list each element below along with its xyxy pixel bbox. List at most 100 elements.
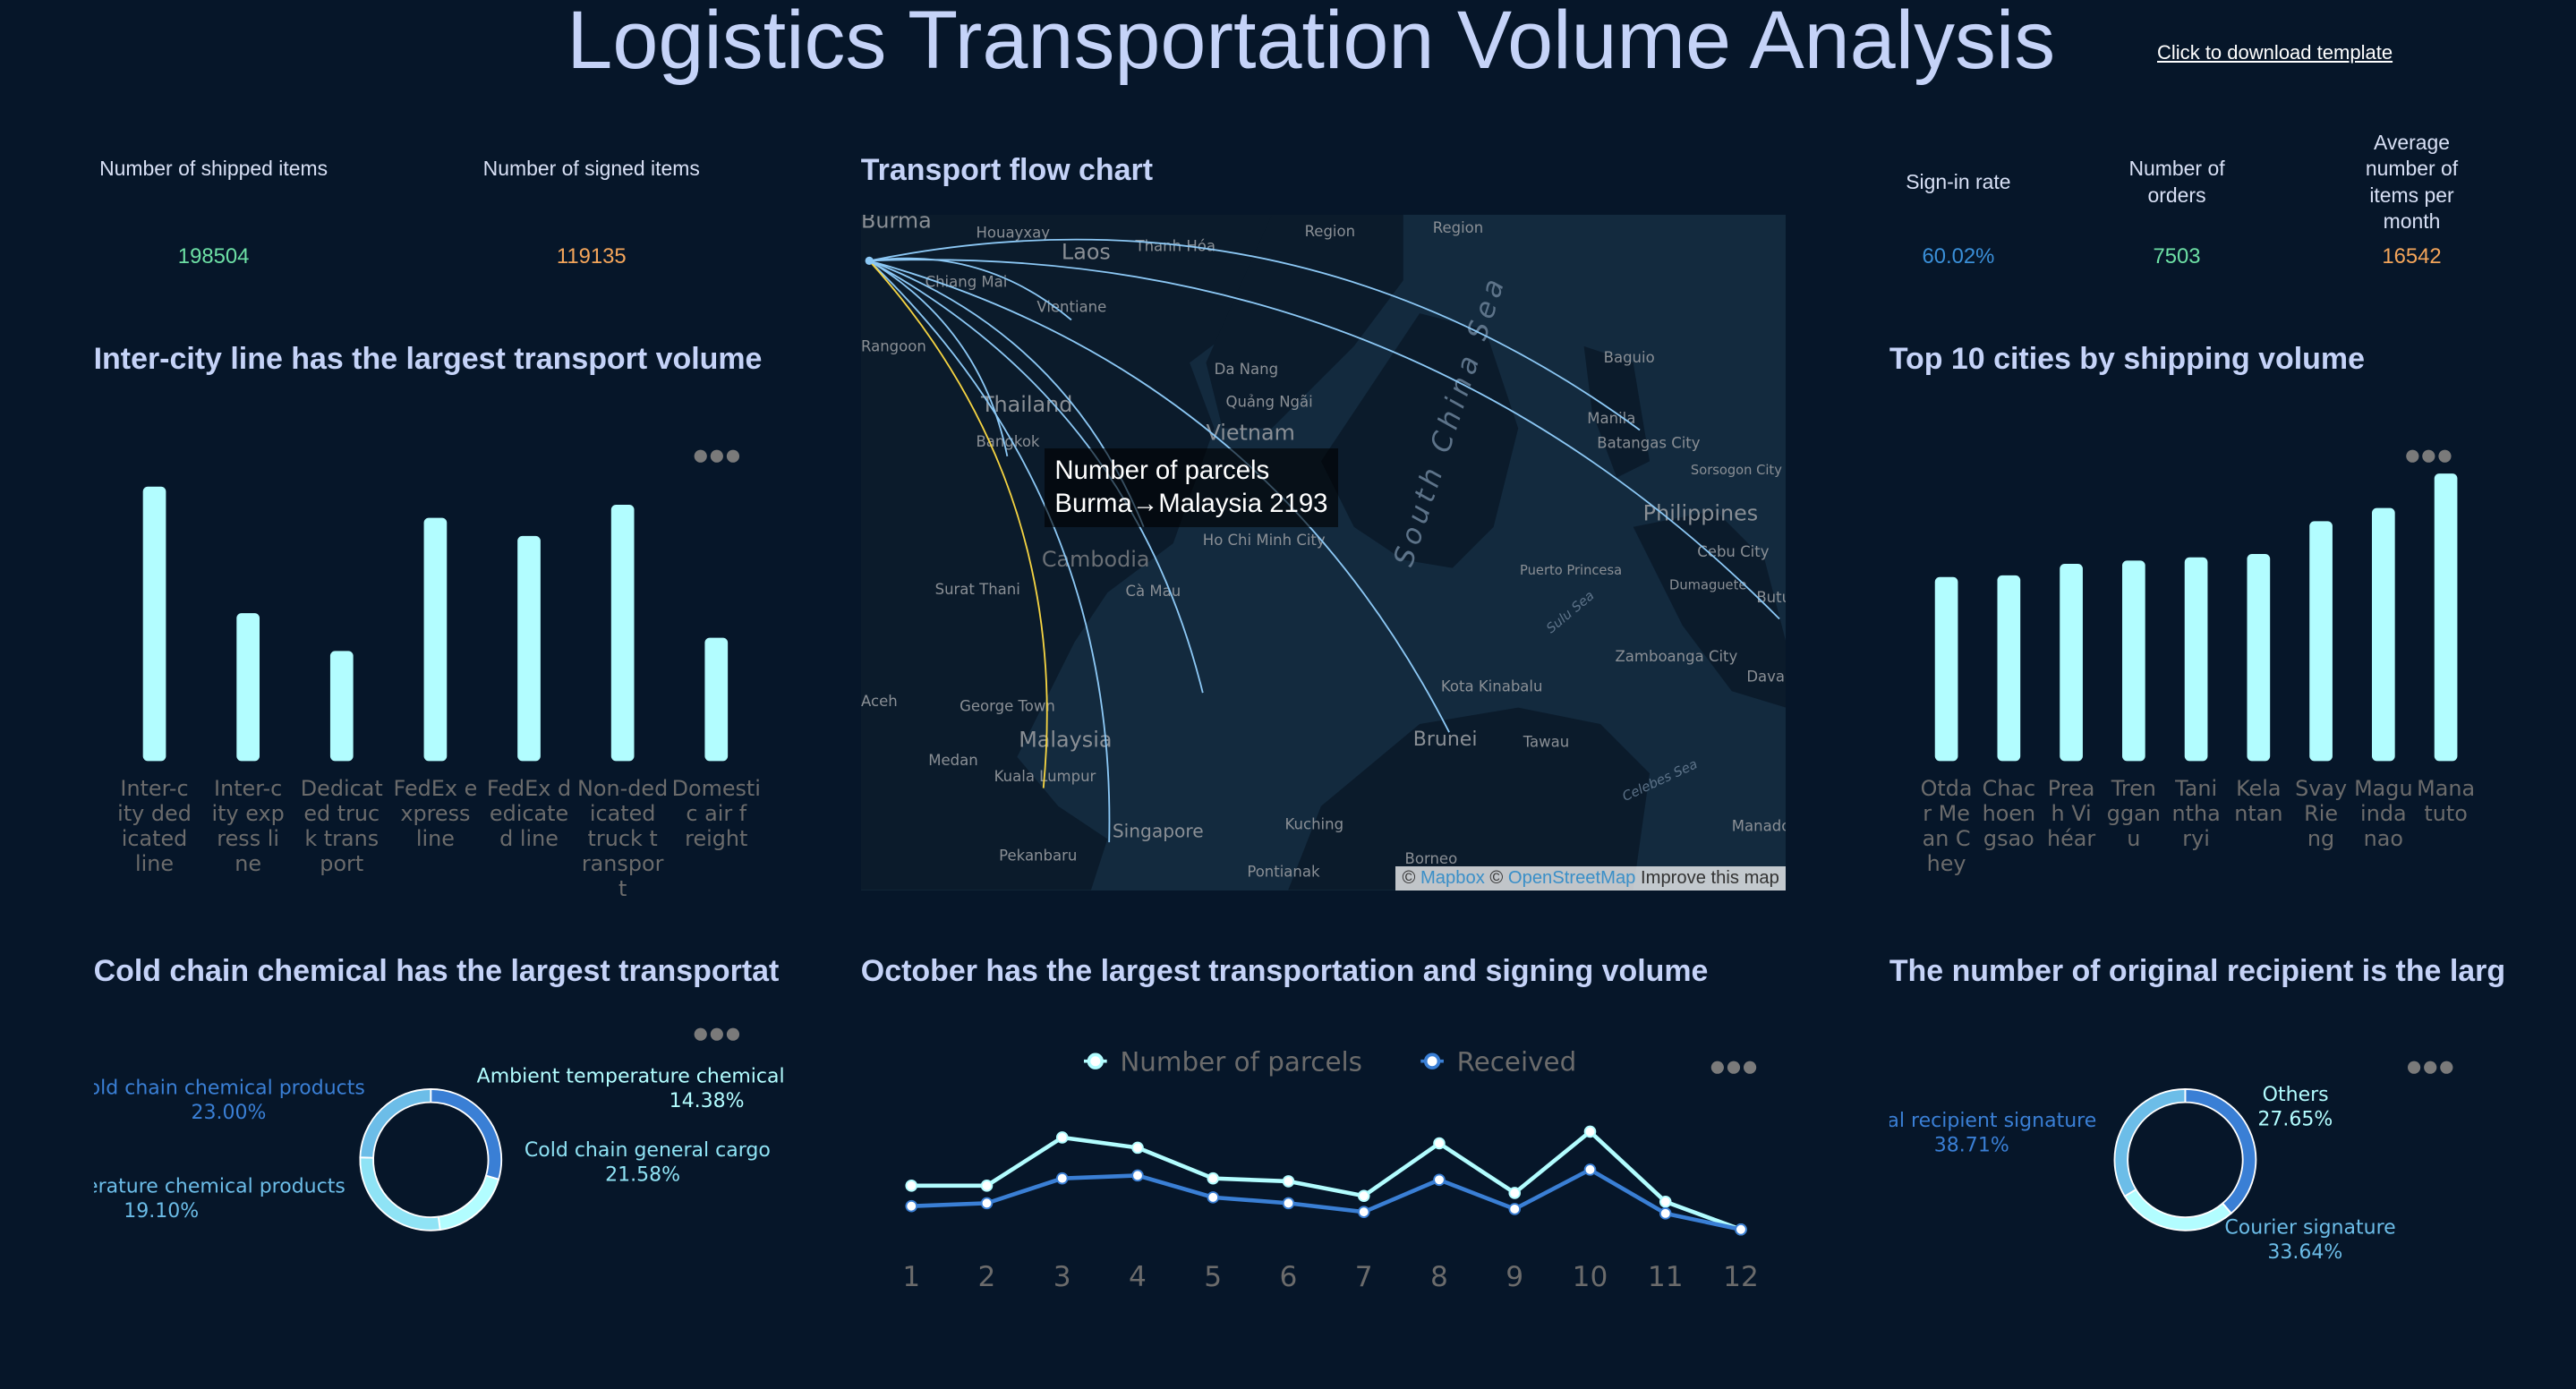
x-tick-label: Mana [2418,775,2476,800]
improve-map-link[interactable]: Improve this map [1641,867,1779,888]
flow-line [868,260,1048,789]
bar [329,650,354,761]
data-point [1056,1172,1069,1185]
flow-line [868,259,1780,620]
stat-orders: Number of orders 7503 [2062,156,2292,268]
legend-item[interactable]: Number of parcels [1121,1047,1363,1078]
map-place-label: Medan [928,752,977,769]
x-tick-label: Dedicat [301,775,383,800]
x-tick-label: Inter-c [214,775,282,800]
x-tick-label: xpress [400,800,470,825]
map-place-label: Vientiane [1036,299,1106,316]
map-place-label: Region [1304,223,1355,240]
stat-value: 119135 [556,244,627,269]
x-tick-label: k trans [304,826,379,851]
map-place-label: Kuching [1284,816,1343,833]
x-tick-label: u [2128,826,2141,851]
stat-signed: Number of signed items 119135 [476,156,706,268]
land-shape [1206,215,1403,430]
x-tick-label: ng [2307,826,2334,851]
flow-line [868,258,1072,321]
x-tick-label: port [320,851,363,876]
bar [2309,520,2333,761]
stat-shipped: Number of shipped items 198504 [98,156,328,268]
slice-label: perature chemical products [94,1176,345,1198]
x-tick-label: d line [499,826,559,851]
x-tick-label: edicate [490,800,568,825]
bar-chart-2-title: Top 10 cities by shipping volume [1889,341,2365,376]
donut-chart-signature-types: nal recipient signature38.71%Others27.65… [1889,1084,2396,1264]
data-point [1283,1175,1295,1188]
bar-chart-1-title: Inter-city line has the largest transpor… [93,341,763,376]
map-place-label: Manado [1732,818,1787,835]
x-tick-label: c air f [686,800,746,825]
x-tick-label: Tren [2111,775,2156,800]
map-place-label: Kota Kinabalu [1441,678,1543,695]
land-shape [1320,313,1518,569]
map-place-label: Batangas City [1597,435,1700,452]
x-tick-label: 3 [1053,1261,1071,1293]
x-tick-label: Inter-c [120,775,188,800]
map-place-label: Davao [1746,669,1786,686]
x-tick-label: ranspor [582,851,664,876]
x-tick-label: Chac [1983,775,2036,800]
x-tick-label: Domesti [672,775,761,800]
x-tick-label: gsao [1983,826,2034,851]
map-place-label: Aceh [861,693,898,710]
data-point [1584,1125,1597,1138]
x-tick-label: tuto [2425,800,2468,825]
data-point [1207,1172,1220,1185]
donut-slice [437,1174,499,1231]
x-tick-label: t [618,876,627,901]
bar [2185,557,2208,761]
osm-link[interactable]: OpenStreetMap [1507,867,1636,888]
mapbox-link[interactable]: Mapbox [1420,867,1485,888]
land-shape [1288,708,1650,890]
data-point [1659,1195,1672,1208]
bar [2435,473,2458,761]
map-place-label: Surat Thani [934,581,1019,598]
download-template-link[interactable]: Click to download template [2157,40,2393,64]
x-tick-label: Tani [2175,775,2218,800]
data-point [1584,1163,1597,1176]
x-tick-label: FedEx e [394,775,478,800]
x-tick-label: 4 [1130,1261,1147,1293]
bar [610,504,635,761]
slice-percent: 38.71% [1934,1135,2009,1157]
donut-slice [2123,1188,2232,1231]
bar [2122,559,2146,761]
x-tick-label: line [416,826,455,851]
data-point [981,1180,994,1192]
x-tick-label: line [135,851,174,876]
map-place-label: Houayxay [976,225,1050,242]
map-place-label: Singapore [1113,821,1204,842]
data-point [1207,1191,1220,1204]
x-tick-label: Kela [2237,775,2282,800]
slice-percent: 27.65% [2257,1108,2333,1130]
land-shape [860,215,1272,890]
legend-item[interactable]: Received [1457,1047,1577,1078]
map-place-label: Puerto Princesa [1520,563,1622,578]
copyright-symbol: © [1489,867,1504,888]
donut-slice [359,1156,441,1231]
map-place-label: Rangoon [861,338,926,355]
map-place-label: Dumaguete [1669,578,1746,593]
bar [423,517,448,761]
data-point [1056,1131,1069,1144]
bar [2372,507,2396,761]
donut-1-title: Cold chain chemical has the largest tran… [93,954,780,989]
map-place-label: Malaysia [1019,728,1112,753]
x-tick-label: ity ded [117,800,192,825]
stat-label: Number of orders [2128,157,2225,207]
donut-chart-cargo-types: Cold chain chemical products23.00%Ambien… [94,1066,784,1231]
map-place-label: Cambodia [1042,547,1150,572]
slice-label: Cold chain chemical products [94,1077,365,1099]
x-tick-label: Non-ded [577,775,668,800]
x-tick-label: 9 [1506,1261,1524,1293]
slice-label: Cold chain general cargo [525,1139,771,1162]
donut-2-title: The number of original recipient is the … [1889,954,2506,989]
